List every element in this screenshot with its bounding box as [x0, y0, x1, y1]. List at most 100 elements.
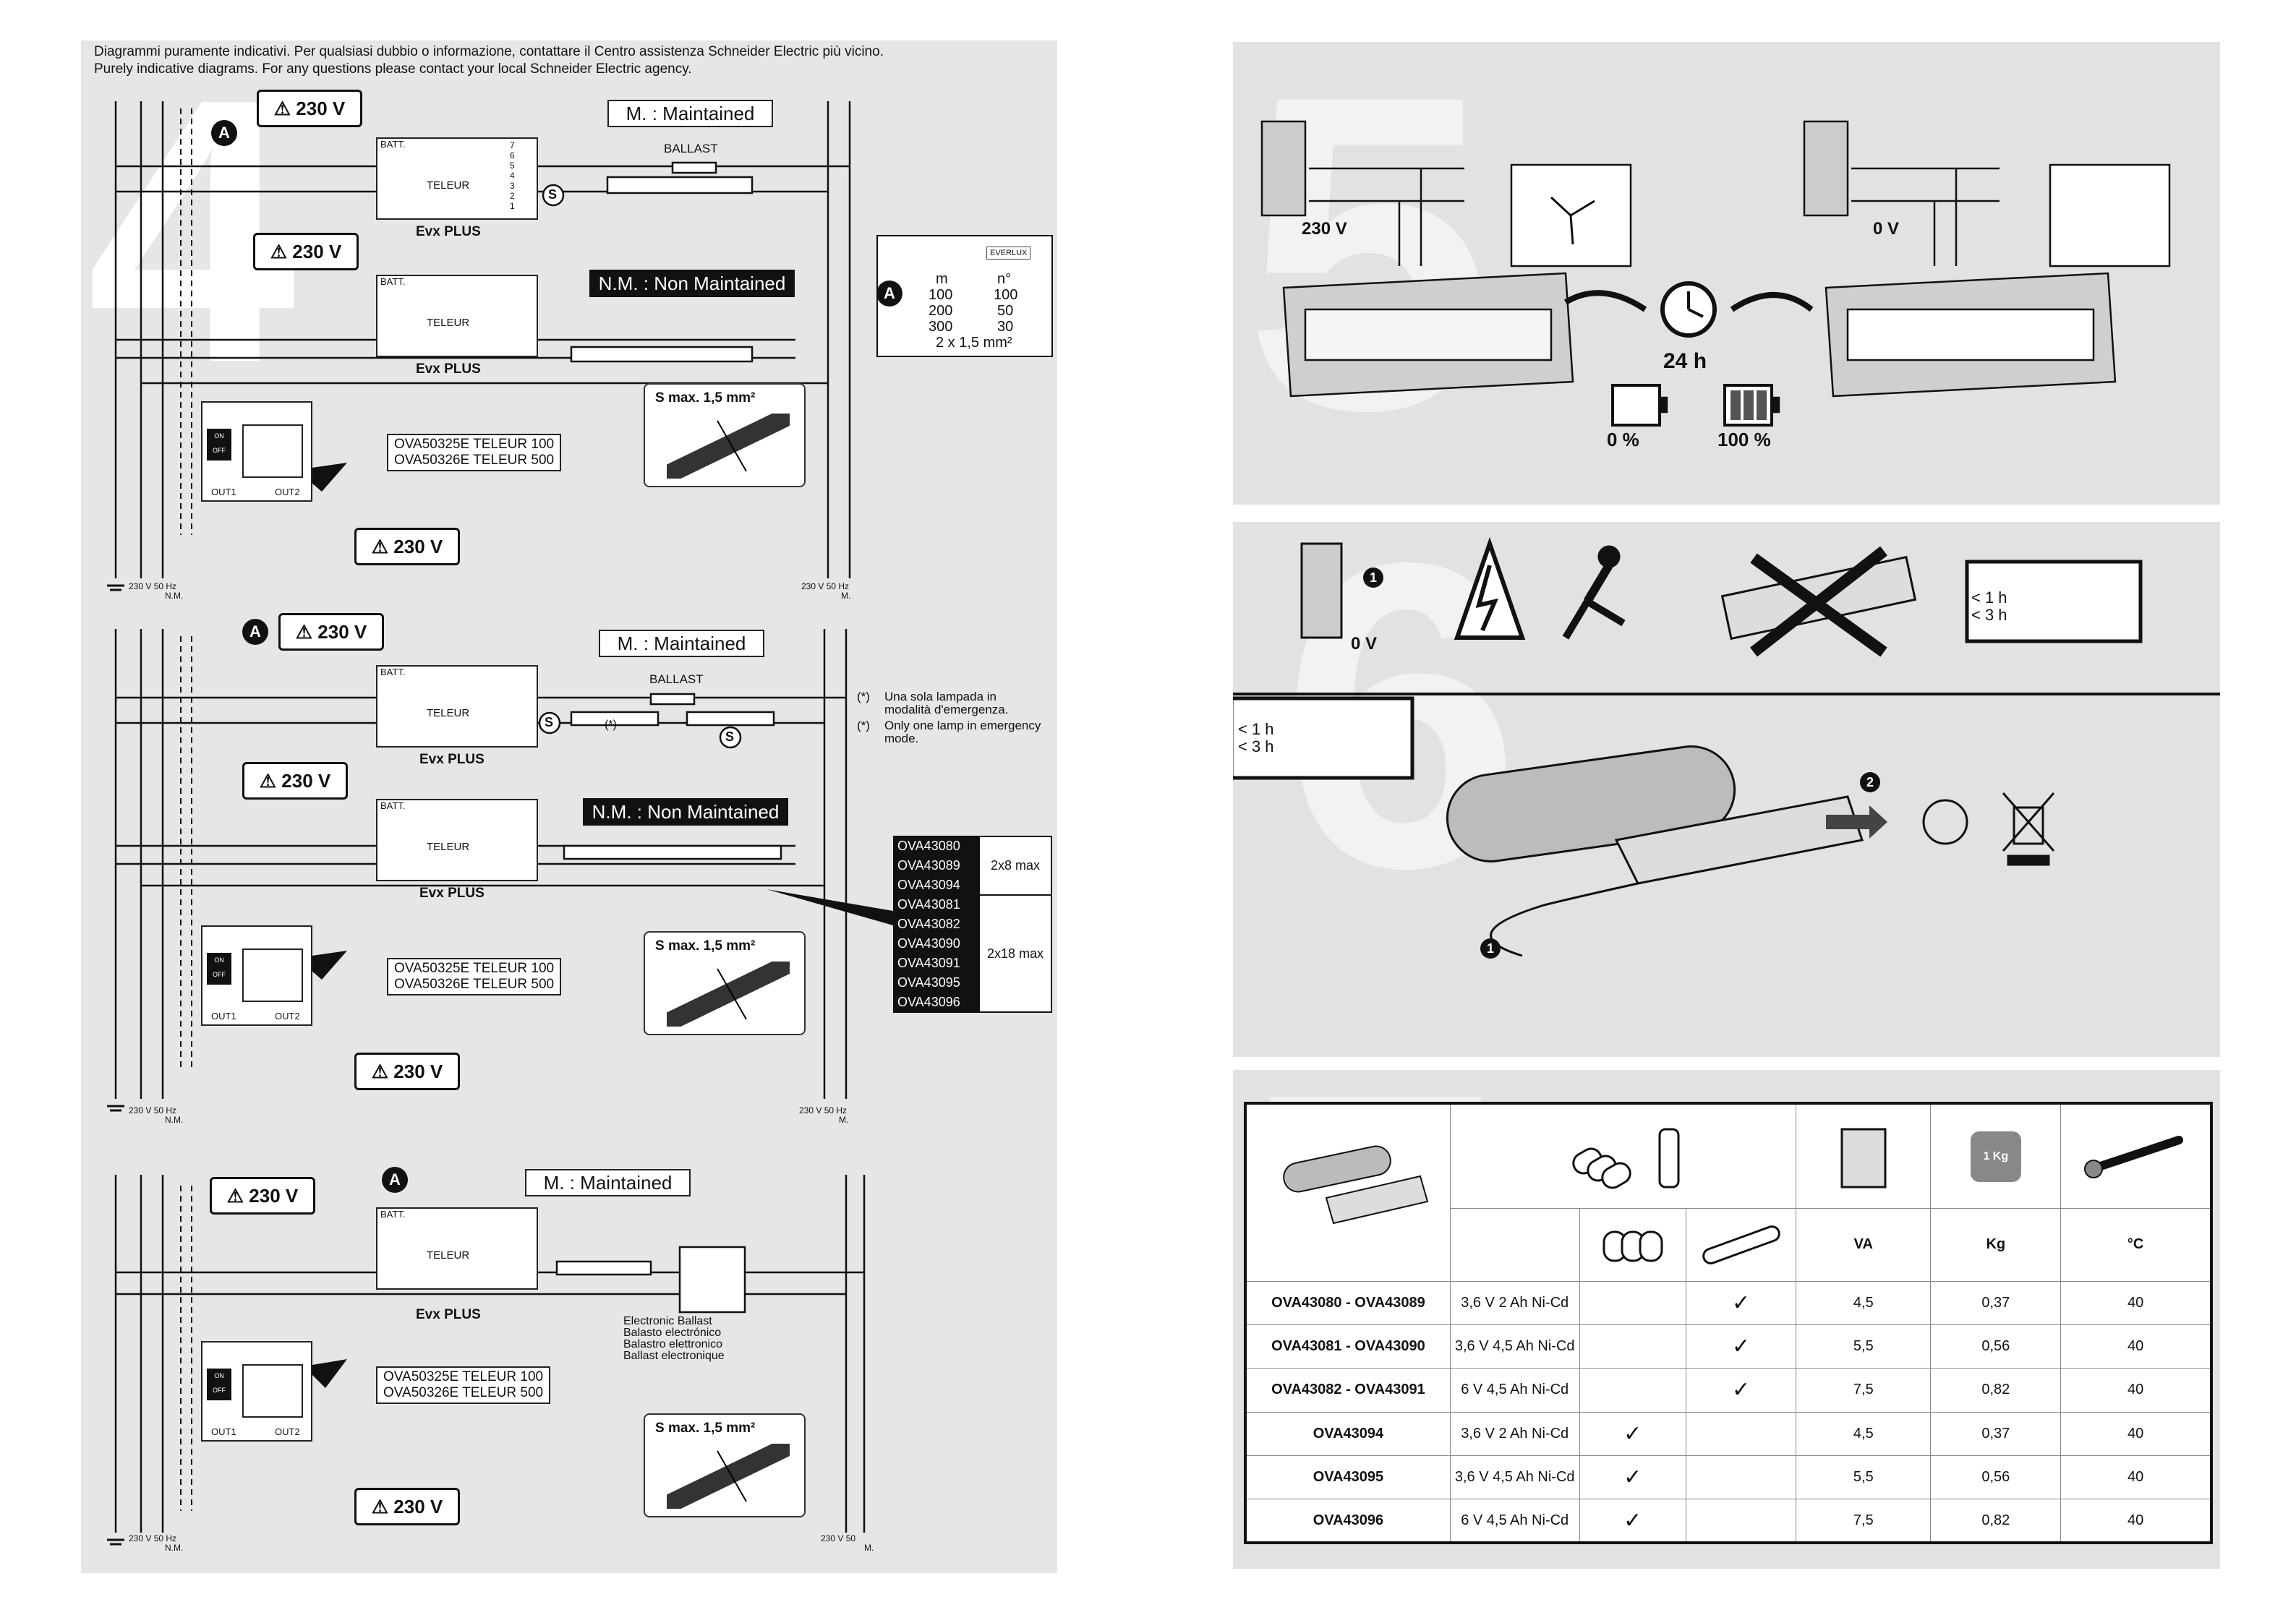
batt-label-2: BATT. [380, 276, 406, 287]
ova-model: OVA43089 [893, 855, 980, 876]
teleur-model-100: OVA50325E TELEUR 100 [394, 437, 555, 452]
one-lamp-it-star: (*) [857, 690, 870, 703]
teleur-screen [242, 948, 303, 1002]
va-header-icon-cell [1796, 1102, 1932, 1209]
warning-230v-6: ⚠ 230 V [354, 1053, 460, 1090]
s-label-3: S [725, 729, 735, 744]
spec-model: OVA43082 - OVA43091 [1245, 1368, 1451, 1413]
ova-model: OVA43081 [893, 894, 980, 915]
teleur-screen [242, 1364, 303, 1418]
terminal-5: 5 [510, 160, 515, 171]
spec-temp: 40 [2060, 1499, 2212, 1543]
panel-6-illustration [1233, 536, 2220, 957]
kg-header-icon-cell: 1 Kg [1930, 1102, 2062, 1209]
evx-module-3 [376, 665, 538, 748]
spec-temp: 40 [2060, 1411, 2212, 1456]
warning-230v-4: ⚠ 230 V [278, 613, 384, 651]
terminal-column: 7 6 5 4 3 2 1 [510, 140, 515, 211]
battery-stick-icon [1602, 1230, 1663, 1262]
spec-kg: 0,37 [1930, 1280, 2062, 1326]
spec-battery: 3,6 V 2 Ah Ni-Cd [1449, 1280, 1580, 1326]
disclaimer-it: Diagrammi puramente indicativi. Per qual… [94, 44, 884, 59]
warning-230v-text-5: 230 V [281, 770, 331, 792]
smax-label: S max. 1,5 mm² [655, 1421, 756, 1436]
ballast-label-1: BALLAST [664, 142, 718, 155]
disclaimer-en: Purely indicative diagrams. For any ques… [94, 61, 692, 77]
unit-va: VA [1796, 1208, 1932, 1282]
disclaimer-note: Diagrammi puramente indicativi. Per qual… [94, 43, 1034, 78]
ova-model: OVA43090 [893, 933, 980, 954]
warning-230v-3: ⚠ 230 V [354, 528, 460, 565]
ova-max: 2x18 max [978, 894, 1052, 1013]
warning-230v-5: ⚠ 230 V [242, 762, 348, 800]
marker-a-3: A [382, 1167, 408, 1193]
terminal-1: 1 [510, 201, 515, 211]
terminal-2: 2 [510, 191, 515, 201]
spec-pack-a: ✓ [1579, 1411, 1686, 1456]
warning-230v-text-7: 230 V [249, 1185, 299, 1207]
panel6-time-box-2: < 1 h < 3 h [1238, 721, 1274, 755]
smax-label: S max. 1,5 mm² [655, 390, 756, 406]
spec-row: OVA43080 - OVA43089 3,6 V 2 Ah Ni-Cd ✓ 4… [1245, 1280, 2212, 1326]
distance-col-n: n° [997, 271, 1012, 287]
spec-model: OVA43095 [1245, 1455, 1451, 1500]
battery-pack-header [1449, 1102, 1797, 1209]
time-top: < 1 h [1238, 720, 1274, 738]
out1-label: OUT1 [211, 1011, 236, 1022]
ova-row: OVA43089 [893, 855, 1051, 876]
spec-va: 7,5 [1796, 1499, 1932, 1543]
pack-a-header [1579, 1208, 1686, 1282]
teleur-model-500: OVA50326E TELEUR 500 [394, 977, 555, 992]
time-bottom: < 3 h [1971, 606, 2007, 624]
panel5-battery-full: 100 % [1717, 429, 1771, 450]
spec-temp: 40 [2060, 1455, 2212, 1500]
evx-plus-label-1: Evx PLUS [416, 224, 481, 239]
panel-5-illustration [1260, 120, 2171, 427]
spec-pack-b [1685, 1499, 1797, 1543]
warning-230v-7: ⚠ 230 V [210, 1177, 315, 1215]
spec-row: OVA43096 6 V 4,5 Ah Ni-Cd ✓ 7,5 0,82 40 [1245, 1499, 2212, 1543]
batt-label-1: BATT. [380, 139, 406, 150]
spec-battery: 3,6 V 4,5 Ah Ni-Cd [1449, 1455, 1580, 1500]
out2-label: OUT2 [275, 1426, 300, 1437]
panel5-charge-time: 24 h [1663, 349, 1707, 373]
s-label-2: S [545, 715, 554, 729]
battery-cell-icon [1702, 1225, 1780, 1264]
evx-module-4 [376, 799, 538, 881]
spec-pack-b: ✓ [1685, 1280, 1797, 1326]
smax-label: S max. 1,5 mm² [655, 938, 756, 954]
batt-label-3: BATT. [380, 667, 406, 677]
spec-temp: 40 [2060, 1280, 2212, 1326]
panel5-battery-empty: 0 % [1607, 429, 1639, 450]
evx-plus-label-2: Evx PLUS [416, 361, 481, 377]
one-lamp-en-star: (*) [857, 719, 870, 732]
spec-pack-b: ✓ [1685, 1368, 1797, 1413]
weight-icon: 1 Kg [1970, 1131, 2021, 1182]
panel6-step1-marker: 1 [1363, 568, 1383, 588]
everlux-brand: EVERLUX [986, 247, 1031, 260]
maintained-label-2: M. : Maintained [599, 630, 764, 657]
terminal-4: 4 [510, 171, 515, 181]
section-number-5: 5 [1244, 3, 1493, 503]
spec-va: 4,5 [1796, 1280, 1932, 1326]
spec-pack-b [1685, 1411, 1797, 1456]
teleur-model-100: OVA50325E TELEUR 100 [383, 1369, 544, 1384]
panel-5 [1233, 42, 2220, 505]
teleur-model-500: OVA50326E TELEUR 500 [394, 453, 555, 468]
ova-row: OVA43094 [893, 875, 1051, 896]
spec-battery: 6 V 4,5 Ah Ni-Cd [1449, 1368, 1580, 1413]
on-label: ON [214, 956, 224, 964]
warning-230v-text-4: 230 V [317, 621, 367, 643]
marker-a-table: A [876, 281, 902, 307]
power-supply-icon [1840, 1128, 1887, 1189]
batt-label-4: BATT. [380, 800, 406, 811]
spec-va: 5,5 [1796, 1455, 1932, 1500]
spec-va: 4,5 [1796, 1411, 1932, 1456]
